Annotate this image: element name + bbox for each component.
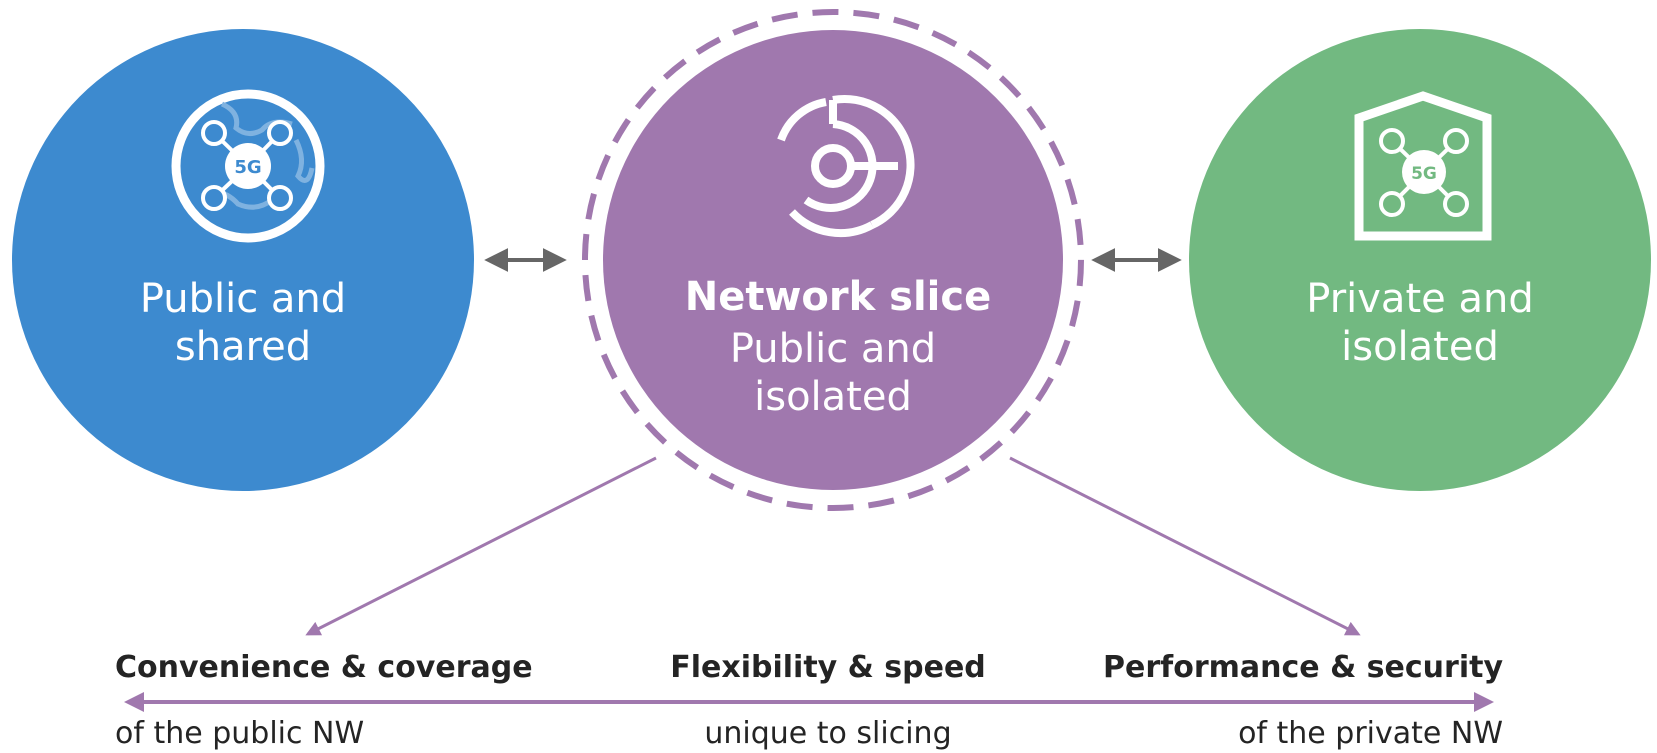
public-shared-label-line2: shared xyxy=(175,324,311,370)
slice-to-performance-arrow xyxy=(1009,456,1361,636)
network-slice-circle xyxy=(603,30,1063,490)
convenience-coverage-label: Convenience & coverage xyxy=(115,650,533,685)
public-shared-node: 5G Public and shared xyxy=(12,29,474,491)
private-isolated-circle xyxy=(1189,29,1651,491)
network-slice-icon xyxy=(777,95,915,238)
performance-security-label: Performance & security xyxy=(1103,650,1503,685)
public-nw-sublabel: of the public NW xyxy=(115,716,364,751)
network-slice-title: Network slice xyxy=(685,274,991,320)
house-5g-icon: 5G xyxy=(1354,91,1492,241)
slice-to-convenience-arrow xyxy=(305,456,657,636)
public-shared-circle xyxy=(12,29,474,491)
private-isolated-node: 5G Private and isolated xyxy=(1189,29,1651,491)
private-isolated-label-line2: isolated xyxy=(1341,324,1499,370)
public-5g-badge: 5G xyxy=(234,157,261,178)
private-nw-sublabel: of the private NW xyxy=(1238,716,1503,751)
flexibility-speed-label: Flexibility & speed xyxy=(670,650,986,685)
slicing-sublabel: unique to slicing xyxy=(704,716,951,751)
private-isolated-label-line1: Private and xyxy=(1306,276,1533,322)
network-slice-dashed-ring xyxy=(582,9,1084,511)
network-slice-node: Network slice Public and isolated xyxy=(582,9,1084,511)
network-slice-label-line2: isolated xyxy=(754,374,912,420)
globe-5g-icon: 5G xyxy=(171,89,325,243)
private-5g-badge: 5G xyxy=(1411,164,1437,184)
public-shared-label-line1: Public and xyxy=(140,276,346,322)
network-slice-label-line1: Public and xyxy=(730,326,936,372)
